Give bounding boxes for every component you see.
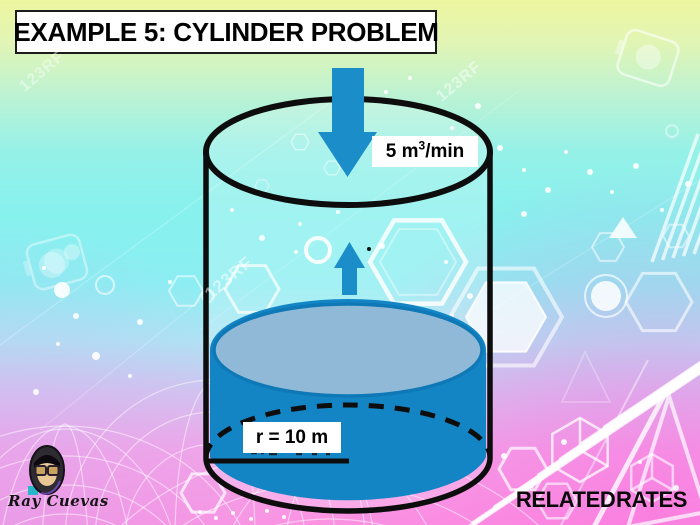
water-surface [212,302,484,398]
speck [367,247,371,251]
tank-bottom-front-edge [203,457,493,514]
dash-marks [251,451,330,456]
avatar-glasses-left [34,465,47,476]
background-decorations [0,28,700,525]
avatar-glasses-right [47,465,60,476]
water-rise-arrow-icon [334,242,365,295]
avatar-frame-accent [40,480,61,495]
stock-watermark: 123RF [16,48,68,96]
water-body [210,299,486,501]
page-title: EXAMPLE 5: CYLINDER PROBLEM [13,10,439,54]
flow-rate-label: 5 m3/min [372,136,478,167]
radius-label: r = 10 m [243,422,341,453]
stock-watermark: 123RF [201,252,257,304]
page-title-text: EXAMPLE 5: CYLINDER PROBLEM [13,16,439,47]
author-name: Ray Cuevas [8,492,109,510]
stock-watermark: 123RF [433,58,485,106]
inflow-arrow-icon [318,68,377,177]
avatar-hair [34,455,60,468]
flow-rate-exponent: 3 [418,138,426,153]
flow-rate-unit: /min [425,140,465,162]
author-avatar [28,445,65,495]
flow-rate-base: 5 m [385,140,419,162]
related-rates-label: RELATED RATES [515,487,688,512]
avatar-collar [28,486,38,495]
